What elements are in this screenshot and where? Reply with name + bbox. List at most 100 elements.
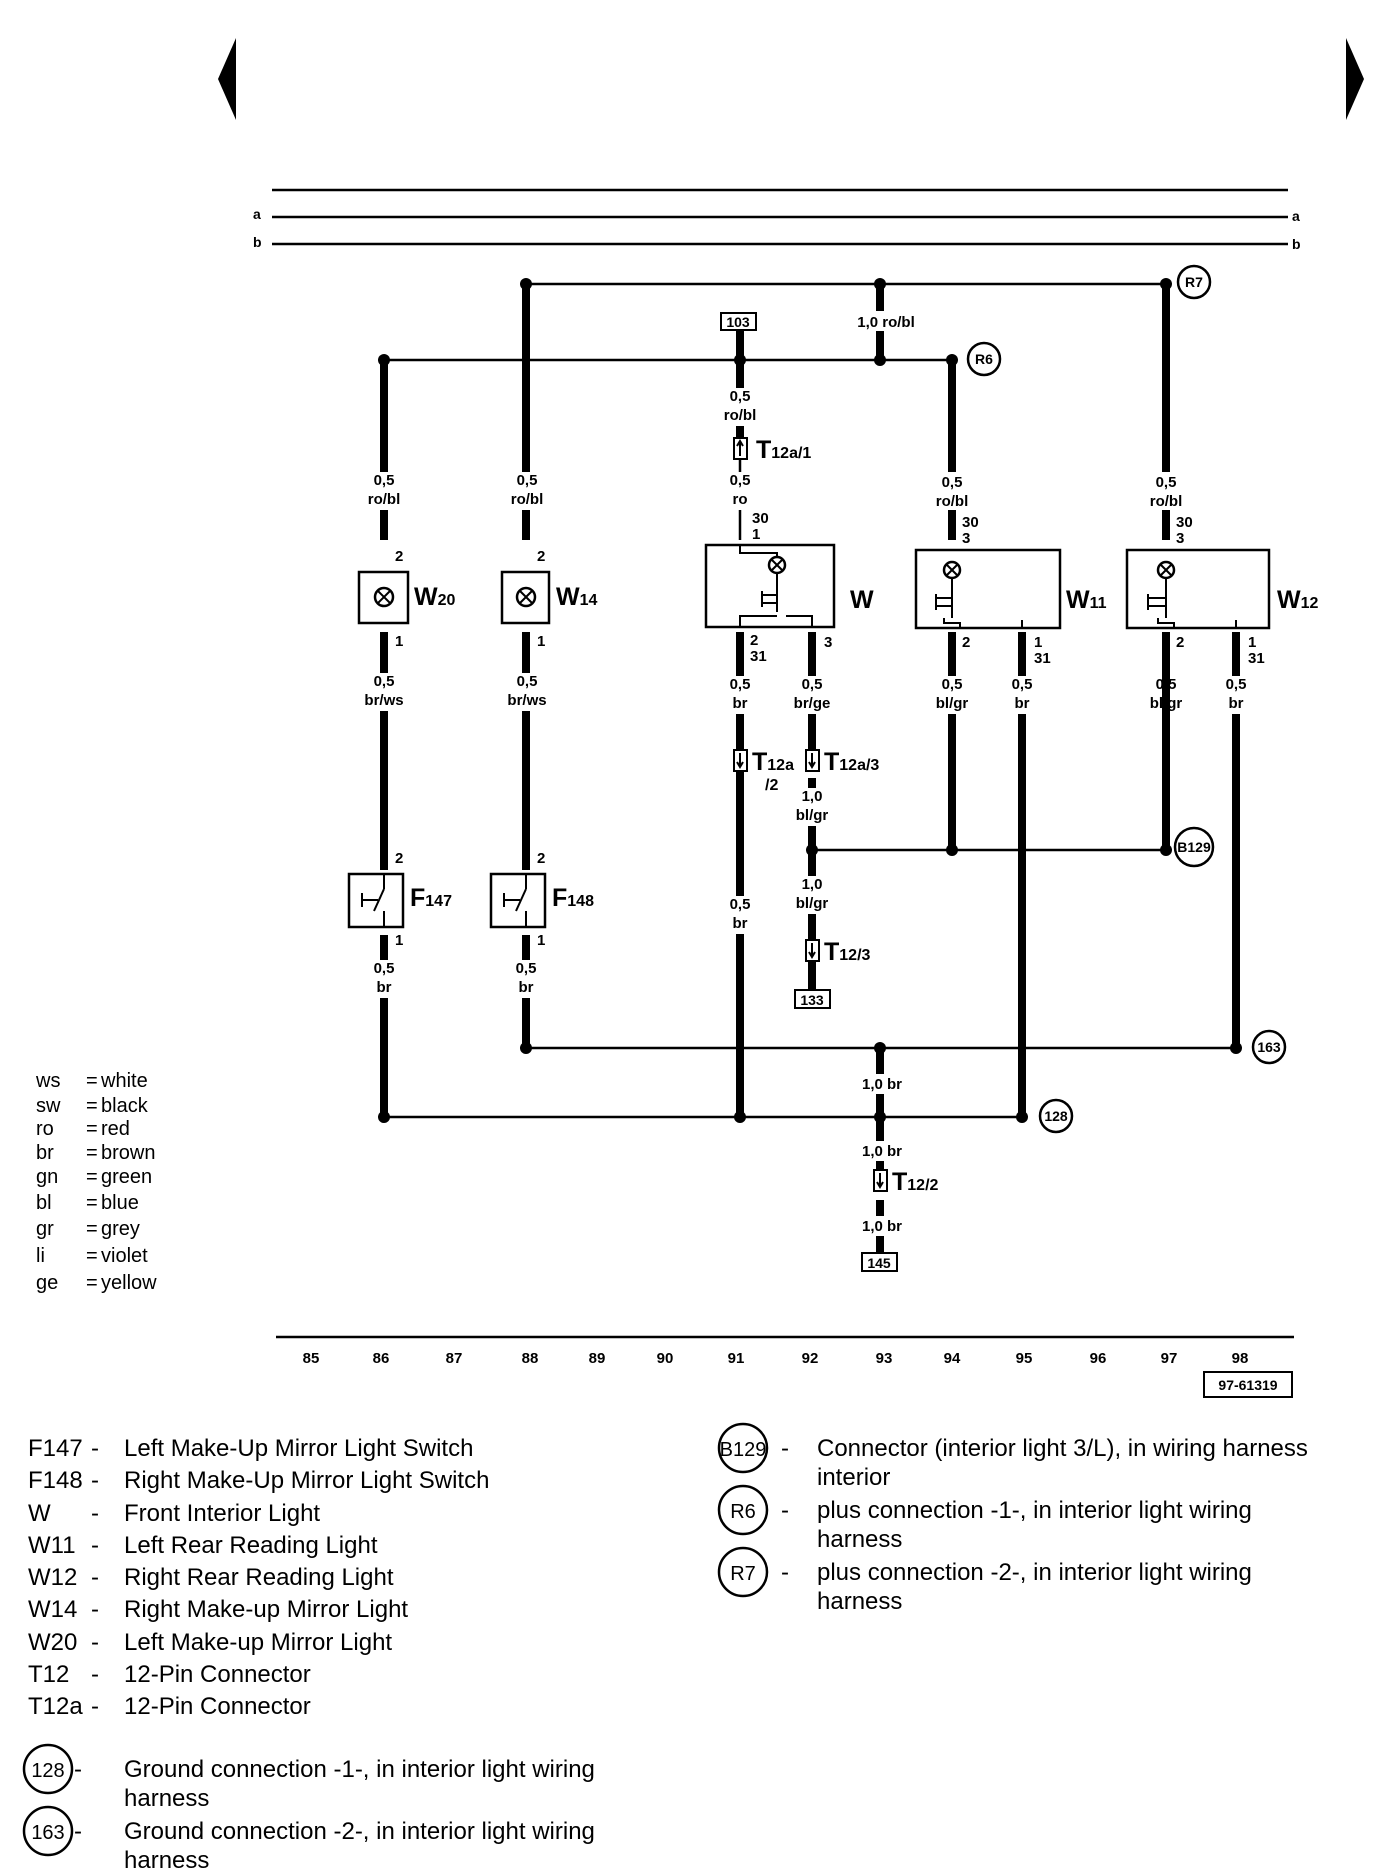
column-number: 93 <box>876 1350 893 1367</box>
column-number: 85 <box>303 1350 320 1367</box>
wire-color: ro <box>733 491 748 508</box>
legend-dash: - <box>781 1497 789 1524</box>
wire-gauge: 1,0 <box>802 788 823 805</box>
column-number: 86 <box>373 1350 390 1367</box>
pin-label: 31 <box>1248 650 1265 667</box>
pin-label: 30 <box>752 510 769 527</box>
color-equals: = <box>86 1192 98 1214</box>
w14-lamp <box>500 570 551 625</box>
legend-dash: - <box>91 1596 99 1623</box>
legend-description: Connector (interior light 3/L), in wirin… <box>817 1435 1308 1462</box>
circle-163-text: 163 <box>1257 1039 1281 1055</box>
wire-gauge: 0,5 <box>517 472 538 489</box>
color-code: ge <box>36 1272 58 1294</box>
wire-gauge: 0,5 <box>374 673 395 690</box>
pin-label: 2 <box>962 634 970 651</box>
legend-dash: - <box>91 1500 99 1527</box>
color-code: br <box>36 1142 54 1164</box>
pin-label: 3 <box>1176 530 1184 547</box>
legend-dash: - <box>91 1693 99 1720</box>
wire-label: 1,0 ro/bl <box>857 314 915 331</box>
legend-code: W12 <box>28 1564 77 1591</box>
legend-dash: - <box>74 1756 82 1783</box>
wire-color: br <box>733 695 748 712</box>
legend-description: Left Make-up Mirror Light <box>124 1629 392 1656</box>
color-equals: = <box>86 1095 98 1117</box>
legend-code: T12 <box>28 1661 69 1688</box>
connection-symbol <box>717 1546 769 1598</box>
color-equals: = <box>86 1166 98 1188</box>
f148-label: F148 <box>552 884 594 912</box>
column-number: 97 <box>1161 1350 1178 1367</box>
legend-description: Left Rear Reading Light <box>124 1532 378 1559</box>
pin-label: 2 <box>750 632 758 649</box>
pin-label: 1 <box>395 932 403 949</box>
legend-dash: - <box>91 1661 99 1688</box>
color-equals: = <box>86 1118 98 1140</box>
wire-gauge: 0,5 <box>1226 676 1247 693</box>
column-number: 94 <box>944 1350 961 1367</box>
color-code: gn <box>36 1166 58 1188</box>
legend-description-cont: harness <box>817 1526 902 1553</box>
color-equals: = <box>86 1142 98 1164</box>
rail-b-label-left: b <box>253 234 262 250</box>
color-name: grey <box>101 1218 140 1240</box>
ref-103: 103 <box>720 312 757 331</box>
connection-symbol <box>717 1422 769 1474</box>
diagram-number-box: 97-61319 <box>1203 1371 1293 1398</box>
wire-color: br <box>519 979 534 996</box>
color-equals: = <box>86 1272 98 1294</box>
wire-color: br <box>1229 695 1244 712</box>
connector-t12-3 <box>805 939 820 962</box>
t12a-1-label: T12a/1 <box>756 436 811 464</box>
column-number: 96 <box>1090 1350 1107 1367</box>
w11-label: W11 <box>1066 586 1107 614</box>
legend-description: 12-Pin Connector <box>124 1661 311 1688</box>
legend-description: plus connection -1-, in interior light w… <box>817 1497 1252 1524</box>
legend-dash: - <box>91 1532 99 1559</box>
wire-color: bl/gr <box>936 695 969 712</box>
color-code: gr <box>36 1218 54 1240</box>
pin-labels: 2 1 2 1 30 1 2 31 3 30 3 2 1 31 30 3 2 1… <box>395 510 1265 949</box>
color-name: black <box>101 1095 149 1117</box>
legend-code: W <box>28 1500 51 1527</box>
w12-right-rear-reading-light <box>1125 548 1271 630</box>
legend-code: W11 <box>28 1532 76 1559</box>
next-page-arrow-icon[interactable] <box>1346 38 1364 120</box>
color-name: red <box>101 1118 130 1140</box>
wire-color: br/ws <box>364 692 403 709</box>
wire-gauge: 0,5 <box>374 472 395 489</box>
diagram-number: 97-61319 <box>1218 1377 1277 1393</box>
color-name: green <box>101 1166 152 1188</box>
wire-gauge: 0,5 <box>942 474 963 491</box>
ground-symbol <box>22 1805 74 1857</box>
pin-label: 2 <box>537 850 545 867</box>
previous-page-arrow-icon[interactable] <box>218 38 236 120</box>
column-number: 92 <box>802 1350 819 1367</box>
legend-code: R6 <box>730 1501 756 1523</box>
wire-gauge: 0,5 <box>802 676 823 693</box>
column-number: 95 <box>1016 1350 1033 1367</box>
w-front-interior-light <box>704 543 836 629</box>
pin-label: 31 <box>750 648 767 665</box>
wire-color: ro/bl <box>1150 493 1183 510</box>
wire-color: ro/bl <box>368 491 401 508</box>
connector-t12a-2 <box>733 749 748 772</box>
circle-r6: R6 <box>966 341 1002 377</box>
legend-dash: - <box>781 1435 789 1462</box>
legend-code: W20 <box>28 1629 77 1656</box>
ref-103-text: 103 <box>726 314 750 330</box>
color-code: li <box>36 1245 45 1267</box>
color-name: brown <box>101 1142 155 1164</box>
column-number: 91 <box>728 1350 745 1367</box>
component-legend: F147-Left Make-Up Mirror Light SwitchF14… <box>28 1435 489 1720</box>
wire-color: bl/gr <box>796 895 829 912</box>
wire-gauge: 0,5 <box>1156 474 1177 491</box>
pin-label: 1 <box>537 932 545 949</box>
circle-128: 128 <box>1038 1098 1074 1134</box>
wire-label: 1,0 br <box>862 1076 902 1093</box>
legend-description: 12-Pin Connector <box>124 1693 311 1720</box>
wire-gauge: 0,5 <box>730 388 751 405</box>
splice-dots <box>378 278 1242 1123</box>
connection-symbol <box>717 1484 769 1536</box>
